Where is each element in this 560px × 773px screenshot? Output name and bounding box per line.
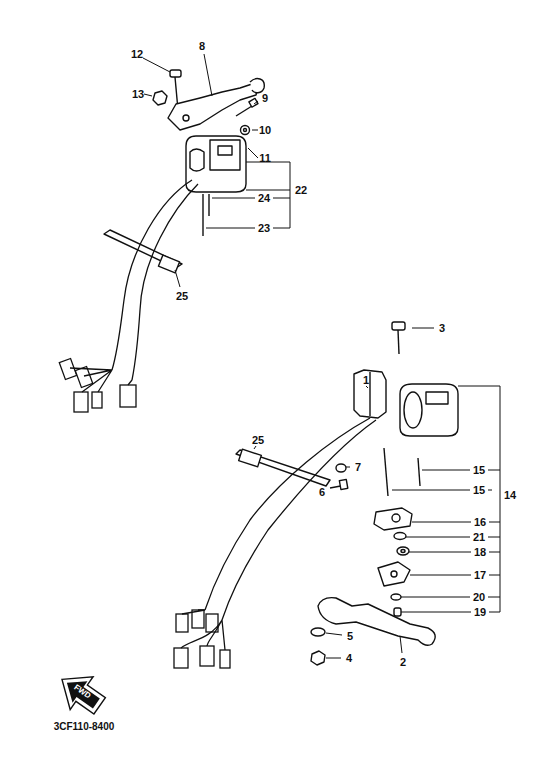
- callout-number: 15: [473, 465, 485, 476]
- callout-number: 7: [355, 462, 361, 473]
- callout-number: 2: [400, 657, 406, 668]
- callout-number: 10: [259, 125, 271, 136]
- callout-number: 23: [258, 223, 270, 234]
- callout-number: 1: [363, 375, 369, 386]
- callout-number: 17: [474, 570, 486, 581]
- callout-number: 24: [258, 193, 270, 204]
- callout-number: 25: [176, 291, 188, 302]
- callout-number: 5: [347, 631, 353, 642]
- callout-number: 9: [262, 93, 268, 104]
- callout-number: 16: [474, 517, 486, 528]
- callout-number: 15: [473, 485, 485, 496]
- callout-number: 20: [473, 592, 485, 603]
- callout-number: 25: [252, 435, 264, 446]
- callout-number: 13: [132, 89, 144, 100]
- callout-number: 19: [474, 607, 486, 618]
- callout-number: 12: [131, 49, 143, 60]
- callout-number: 4: [346, 653, 352, 664]
- callout-number: 18: [474, 547, 486, 558]
- callout-number: 6: [319, 487, 325, 498]
- callout-number: 22: [295, 185, 307, 196]
- callout-number: 3: [439, 323, 445, 334]
- callout-number: 14: [504, 490, 516, 501]
- callout-number: 11: [259, 153, 271, 164]
- callout-number: 8: [199, 41, 205, 52]
- callout-number: 21: [473, 532, 485, 543]
- diagram-code: 3CF110-8400: [54, 722, 115, 732]
